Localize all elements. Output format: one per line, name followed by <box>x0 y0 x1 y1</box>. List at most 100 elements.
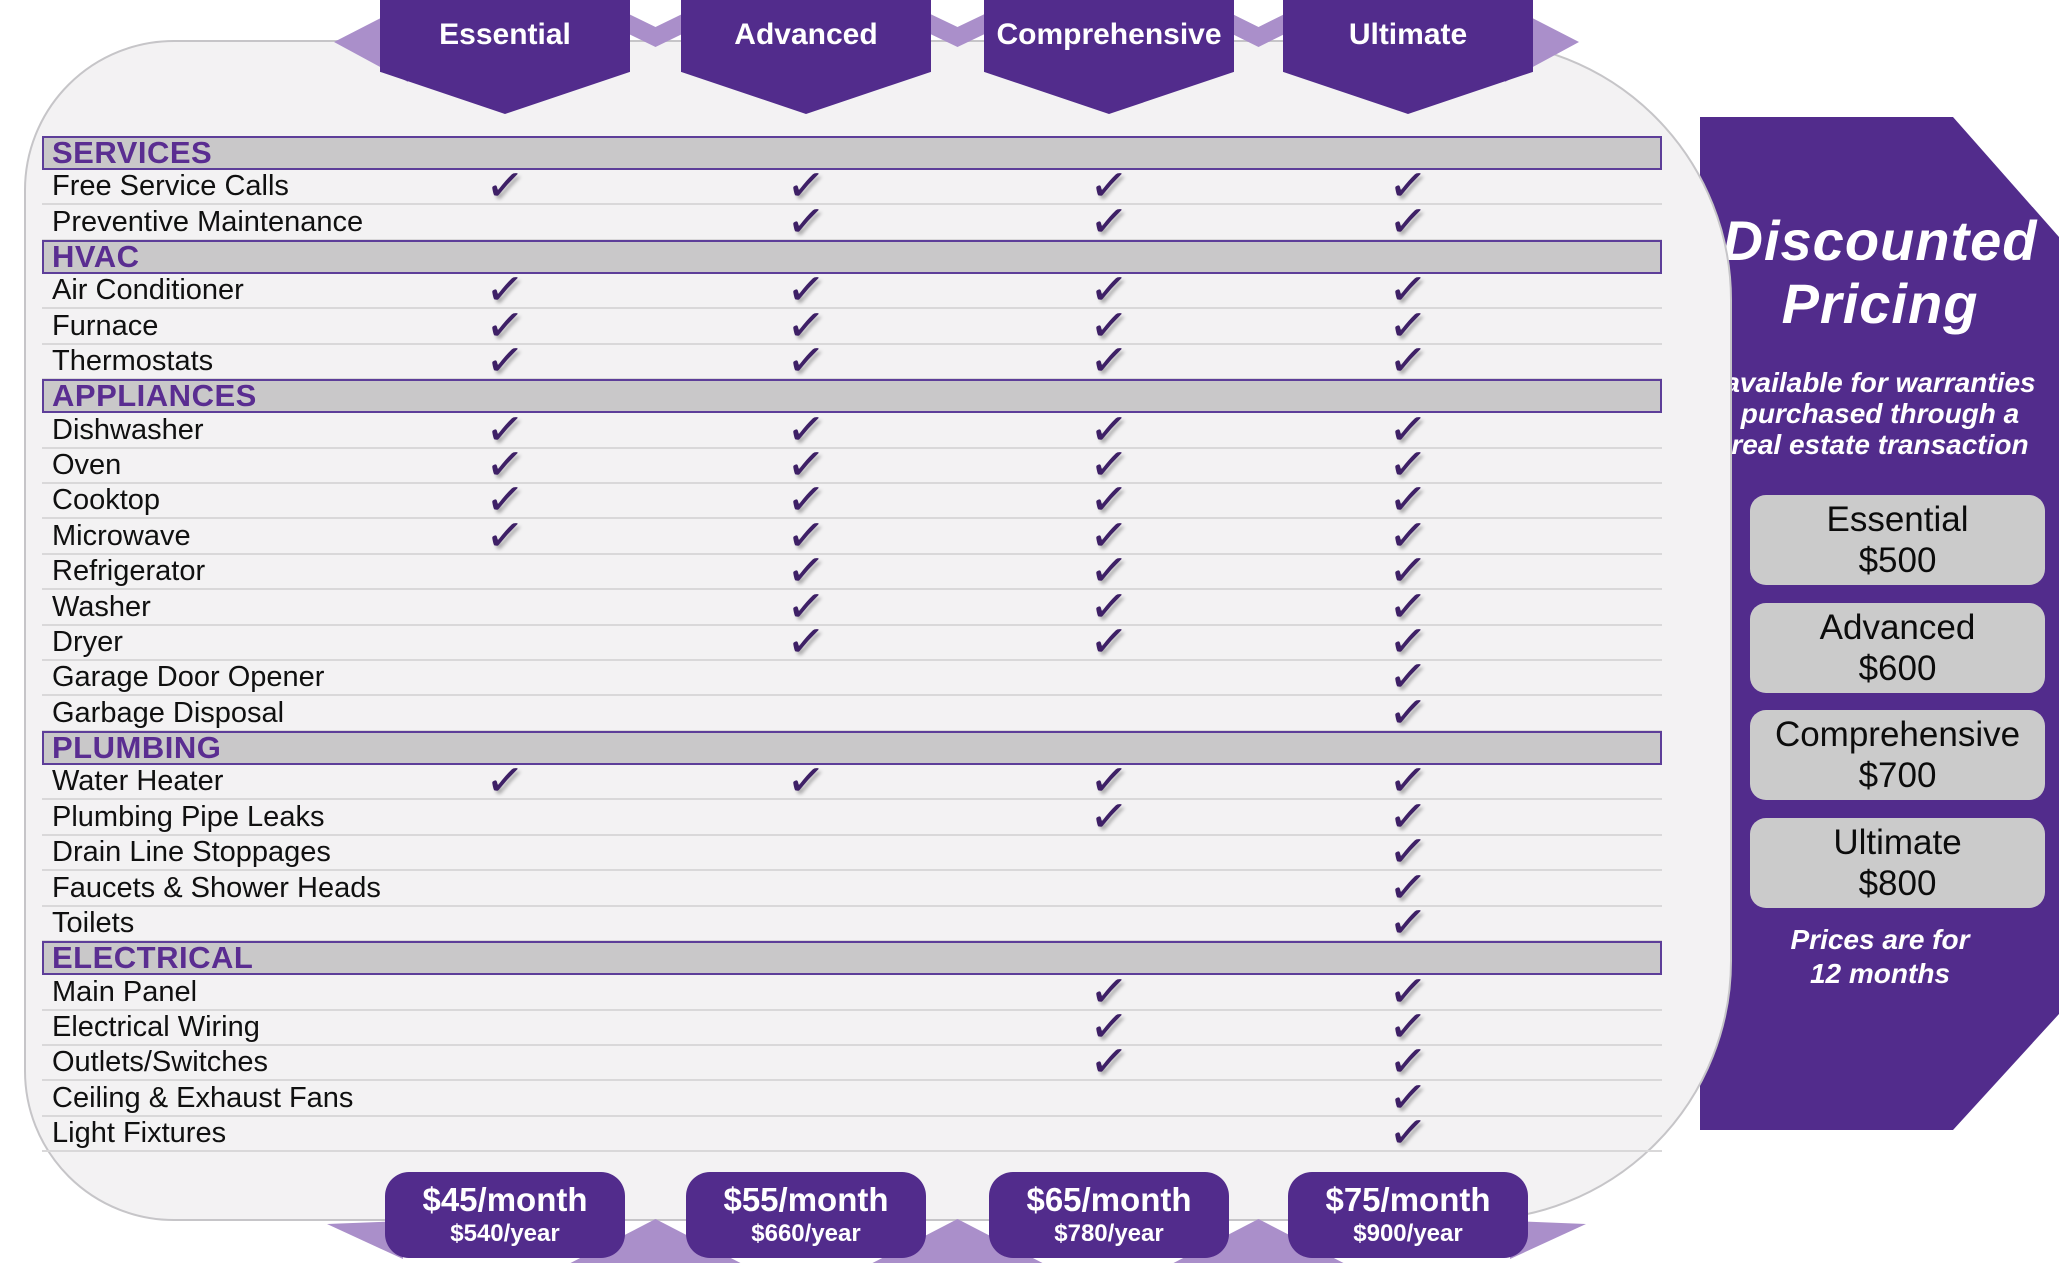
plan-header-label: Ultimate <box>1348 18 1468 51</box>
checkmark-icon: ✓ <box>1386 894 1430 950</box>
feature-label: Microwave <box>52 519 191 552</box>
discount-box-price: $700 <box>1858 756 1937 795</box>
feature-label: Water Heater <box>52 765 224 798</box>
feature-row: Preventive Maintenance ✓ ✓ ✓ <box>42 193 1662 248</box>
discount-box-plan-name: Ultimate <box>1833 823 1962 862</box>
section-header-label: SERVICES <box>52 135 213 170</box>
plans-table-card <box>24 40 1732 1221</box>
checkmark-icon: ✓ <box>784 613 828 669</box>
checkmark-icon: ✓ <box>1386 332 1430 388</box>
feature-row: Main Panel✓✓ <box>42 963 1662 1018</box>
feature-row: Faucets & Shower Heads✓ <box>42 859 1662 914</box>
feature-label: Air Conditioner <box>52 274 244 307</box>
feature-row: Ceiling & Exhaust Fans✓ <box>42 1069 1662 1125</box>
feature-label: Dryer <box>52 626 123 658</box>
feature-row: Dryer✓✓✓ <box>42 613 1662 669</box>
feature-row: Toilets ✓ <box>42 894 1662 950</box>
plan-header-label: Essential <box>439 18 571 51</box>
checkmark-icon: ✓ <box>483 157 527 214</box>
feature-label: Free Service Calls <box>52 170 289 203</box>
badge-yearly-price: $900/year <box>1353 1220 1463 1247</box>
feature-label: Plumbing Pipe Leaks <box>52 800 325 833</box>
feature-row: Drain Line Stoppages✓ <box>42 823 1662 879</box>
feature-label: Drain Line Stoppages <box>52 836 331 869</box>
checkmark-icon: ✓ <box>483 332 527 388</box>
section-header-services: SERVICES <box>42 136 1662 170</box>
section-header-label: APPLIANCES <box>52 378 257 414</box>
feature-row: Garbage Disposal ✓ <box>42 684 1662 740</box>
badge-monthly-price: $45/month <box>422 1181 588 1218</box>
discount-panel-subtitle: available for warranties purchased throu… <box>1724 367 2036 460</box>
checkmark-icon: ✓ <box>1386 1104 1430 1161</box>
badge-yearly-price: $660/year <box>751 1220 861 1247</box>
section-header-label: PLUMBING <box>52 730 222 766</box>
discount-panel: Discounted Pricing available for warrant… <box>1700 117 2059 1130</box>
discount-box-price: $800 <box>1858 864 1937 903</box>
checkmark-icon: ✓ <box>784 752 828 809</box>
feature-label: Thermostats <box>52 345 214 377</box>
checkmark-icon: ✓ <box>483 752 527 809</box>
badge-monthly-price: $75/month <box>1325 1181 1491 1218</box>
discount-price-box-advanced: Advanced$600 <box>1750 603 2045 693</box>
feature-label: Light Fixtures <box>52 1117 227 1150</box>
price-badge-ultimate: $75/month$900/year <box>1288 1172 1528 1258</box>
checkmark-icon: ✓ <box>784 192 828 249</box>
feature-label: Dishwasher <box>52 413 204 446</box>
feature-row: Thermostats ✓ ✓ ✓ ✓ <box>42 332 1662 388</box>
feature-label: Electrical Wiring <box>52 1011 260 1043</box>
plan-header-label: Comprehensive <box>996 18 1222 51</box>
feature-row: Oven✓✓✓✓ <box>42 436 1662 492</box>
feature-row: Electrical Wiring✓✓ <box>42 998 1662 1054</box>
section-header-label: ELECTRICAL <box>52 940 254 976</box>
feature-row: Outlets/Switches✓✓ <box>42 1034 1662 1089</box>
section-header-hvac: HVAC <box>42 240 1662 274</box>
discount-price-box-ultimate: Ultimate$800 <box>1750 818 2045 908</box>
feature-row: Light Fixtures ✓ <box>42 1104 1662 1160</box>
feature-row: Garage Door Opener✓ <box>42 649 1662 704</box>
checkmark-icon: ✓ <box>1386 192 1430 249</box>
discount-box-plan-name: Comprehensive <box>1774 715 2021 754</box>
feature-label: Furnace <box>52 309 159 342</box>
section-header-appliances: APPLIANCES <box>42 378 1662 414</box>
price-badge-comprehensive: $65/month$780/year <box>989 1172 1229 1258</box>
checkmark-icon: ✓ <box>1087 332 1131 388</box>
feature-row: Washer✓✓✓ <box>42 578 1662 633</box>
feature-row: Plumbing Pipe Leaks✓✓ <box>42 788 1662 844</box>
feature-row: Free Service Calls✓✓✓✓ <box>42 157 1662 213</box>
discount-price-box-comprehensive: Comprehensive$700 <box>1750 710 2045 800</box>
feature-label: Main Panel <box>52 975 198 1008</box>
section-header-label: HVAC <box>52 239 140 274</box>
checkmark-icon: ✓ <box>483 506 527 563</box>
section-header-electrical: ELECTRICAL <box>42 940 1662 976</box>
feature-row: Refrigerator✓✓✓ <box>42 542 1662 598</box>
feature-label: Garbage Disposal <box>52 696 285 729</box>
discount-box-plan-name: Essential <box>1826 500 1969 539</box>
feature-label: Washer <box>52 590 151 623</box>
discount-panel-title: Discounted Pricing <box>1722 209 2038 335</box>
feature-row: Cooktop✓✓✓✓ <box>42 472 1662 527</box>
discount-box-plan-name: Advanced <box>1819 608 1976 647</box>
feature-label: Toilets <box>52 907 135 939</box>
discount-panel-footnote: Prices are for 12 months <box>1790 924 1970 989</box>
price-badge-essential: $45/month$540/year <box>385 1172 625 1258</box>
feature-label: Refrigerator <box>52 555 206 588</box>
feature-label: Ceiling & Exhaust Fans <box>52 1081 354 1114</box>
feature-row: Furnace✓✓✓✓ <box>42 297 1662 352</box>
checkmark-icon: ✓ <box>1087 192 1131 249</box>
discount-box-price: $600 <box>1858 649 1937 688</box>
feature-label: Garage Door Opener <box>52 661 325 694</box>
feature-label: Cooktop <box>52 484 161 517</box>
feature-row: Dishwasher✓✓✓✓ <box>42 401 1662 456</box>
feature-label: Preventive Maintenance <box>52 205 364 238</box>
checkmark-icon: ✓ <box>1386 683 1430 740</box>
checkmark-icon: ✓ <box>1087 787 1131 844</box>
badge-monthly-price: $55/month <box>723 1181 889 1218</box>
section-header-plumbing: PLUMBING <box>42 730 1662 766</box>
plan-header-label: Advanced <box>734 18 878 51</box>
feature-label: Oven <box>52 449 122 481</box>
feature-row: Water Heater✓✓✓✓ <box>42 753 1662 808</box>
badge-yearly-price: $780/year <box>1054 1220 1164 1247</box>
checkmark-icon: ✓ <box>784 332 828 388</box>
checkmark-icon: ✓ <box>1087 613 1131 669</box>
